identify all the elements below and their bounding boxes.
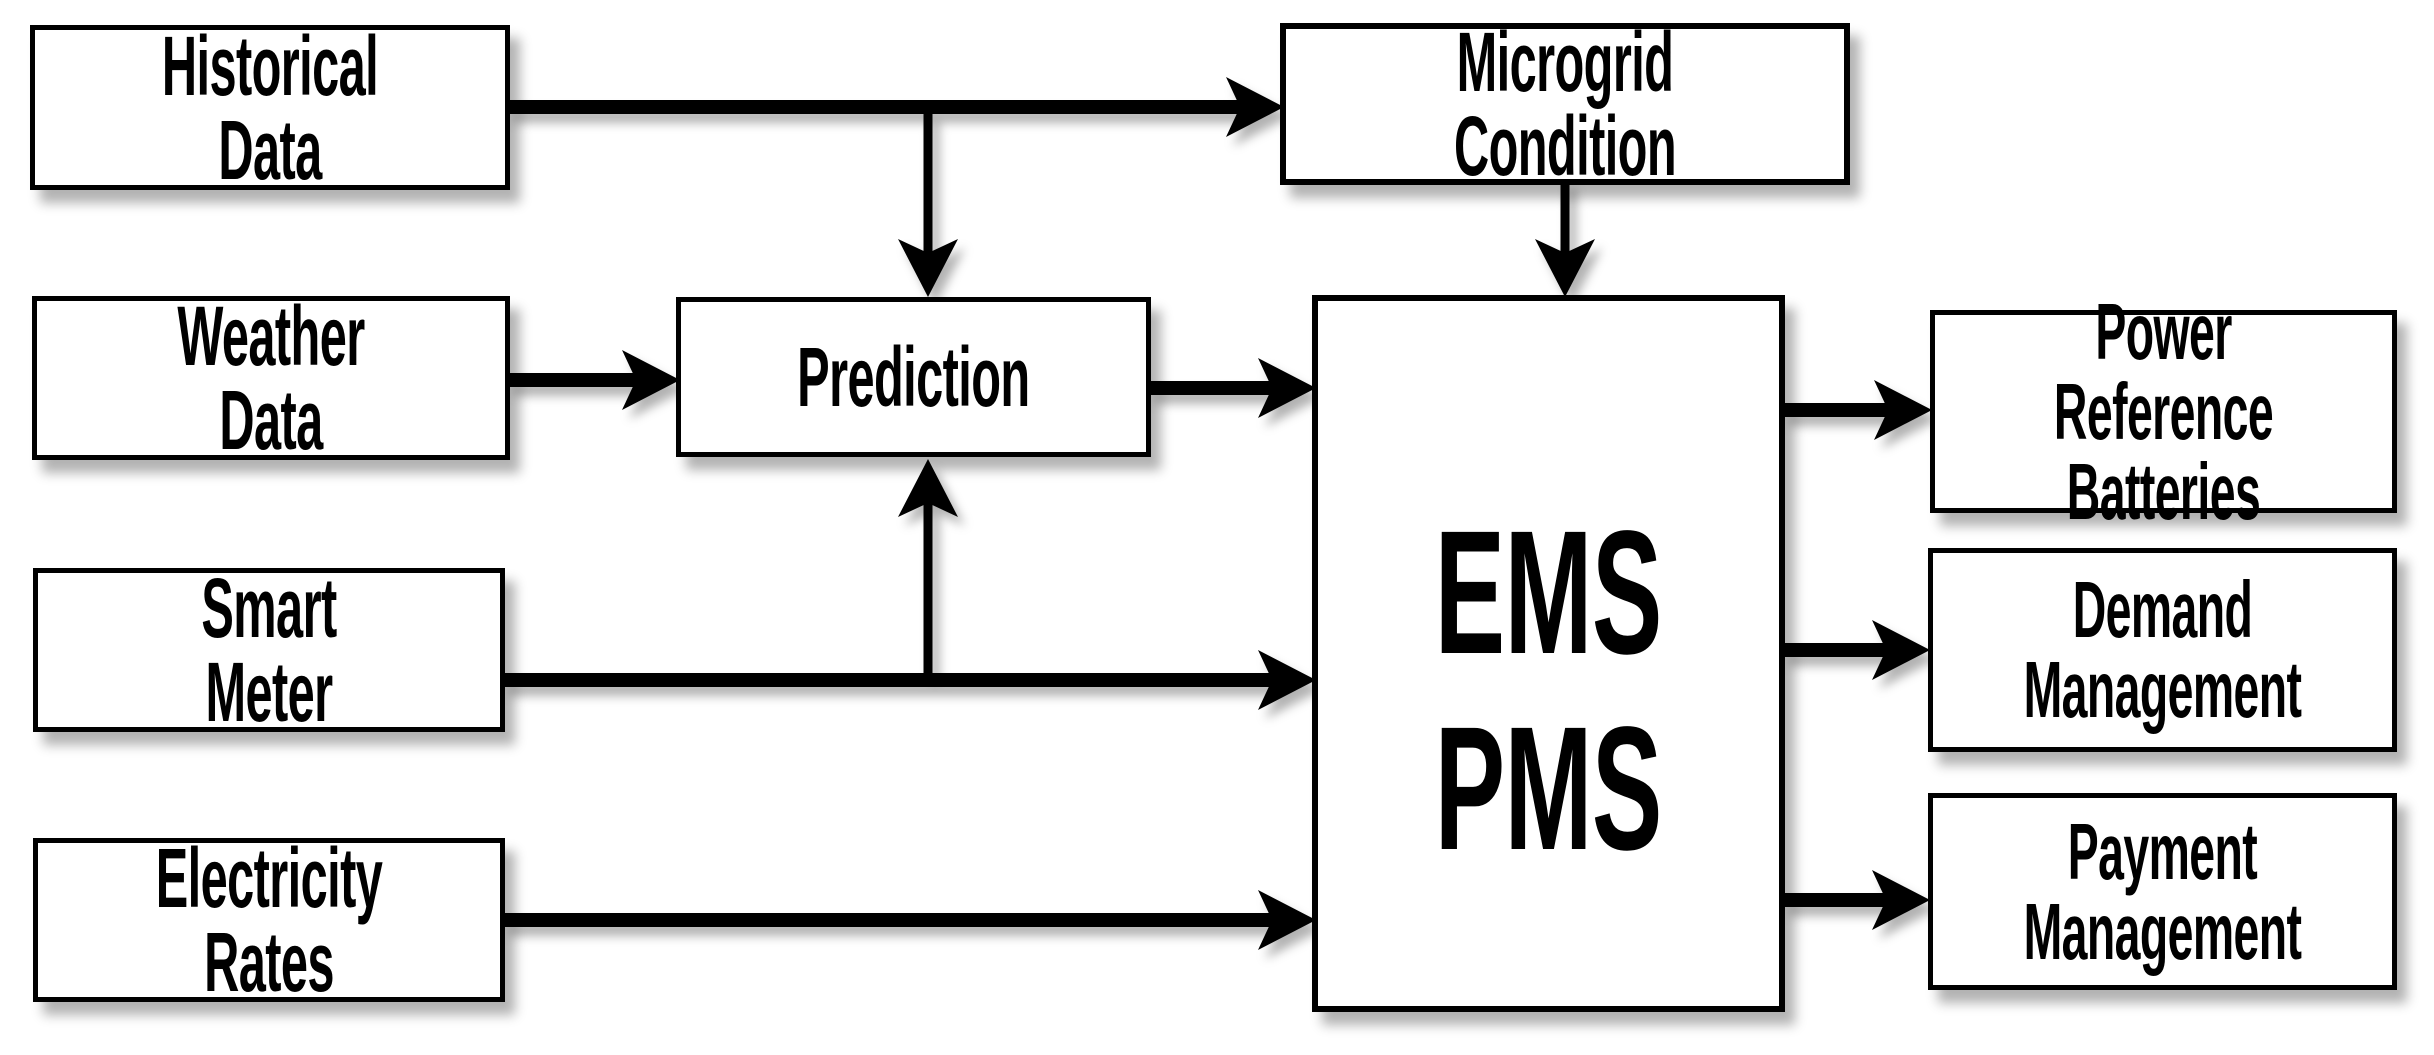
edge-microgrid-to-ems <box>1535 181 1595 297</box>
edge-ems-to-demand <box>1783 620 1930 680</box>
historical-data-label: Historical Data <box>161 18 379 197</box>
edge-prediction-to-ems <box>1149 358 1316 418</box>
power-reference-batteries-label: Power Reference Batteries <box>2053 286 2274 536</box>
edge-ems-to-power-reference <box>1783 380 1932 440</box>
prediction-label: Prediction <box>797 330 1030 424</box>
electricity-rates-label: Electricity Rates <box>155 831 383 1009</box>
node-smart-meter: Smart Meter <box>33 561 505 739</box>
node-microgrid-condition: Microgrid Condition <box>1280 15 1850 193</box>
edge-electricity-to-ems <box>503 890 1316 950</box>
edge-smart-to-prediction <box>898 459 958 686</box>
payment-management-label: Payment Management <box>2023 806 2302 976</box>
edge-weather-to-prediction <box>508 350 680 410</box>
smart-meter-label: Smart Meter <box>201 561 337 739</box>
edge-smart-to-ems <box>503 650 1316 710</box>
node-power-reference-batteries: Power Reference Batteries <box>1930 291 2397 531</box>
node-prediction: Prediction <box>676 297 1151 457</box>
edge-historical-to-prediction <box>898 101 958 297</box>
node-ems-pms: EMS PMS <box>1312 295 1785 1012</box>
node-historical-data: Historical Data <box>30 18 510 197</box>
demand-management-label: Demand Management <box>2023 565 2302 734</box>
weather-data-label: Weather Data <box>177 289 365 467</box>
node-weather-data: Weather Data <box>32 289 510 467</box>
node-payment-management: Payment Management <box>1928 793 2397 990</box>
edge-ems-to-payment <box>1783 870 1930 930</box>
edge-historical-to-microgrid <box>508 77 1284 137</box>
microgrid-condition-label: Microgrid Condition <box>1453 15 1677 193</box>
ems-pms-label: EMS PMS <box>1434 494 1663 887</box>
node-electricity-rates: Electricity Rates <box>33 831 505 1009</box>
node-demand-management: Demand Management <box>1928 548 2397 752</box>
